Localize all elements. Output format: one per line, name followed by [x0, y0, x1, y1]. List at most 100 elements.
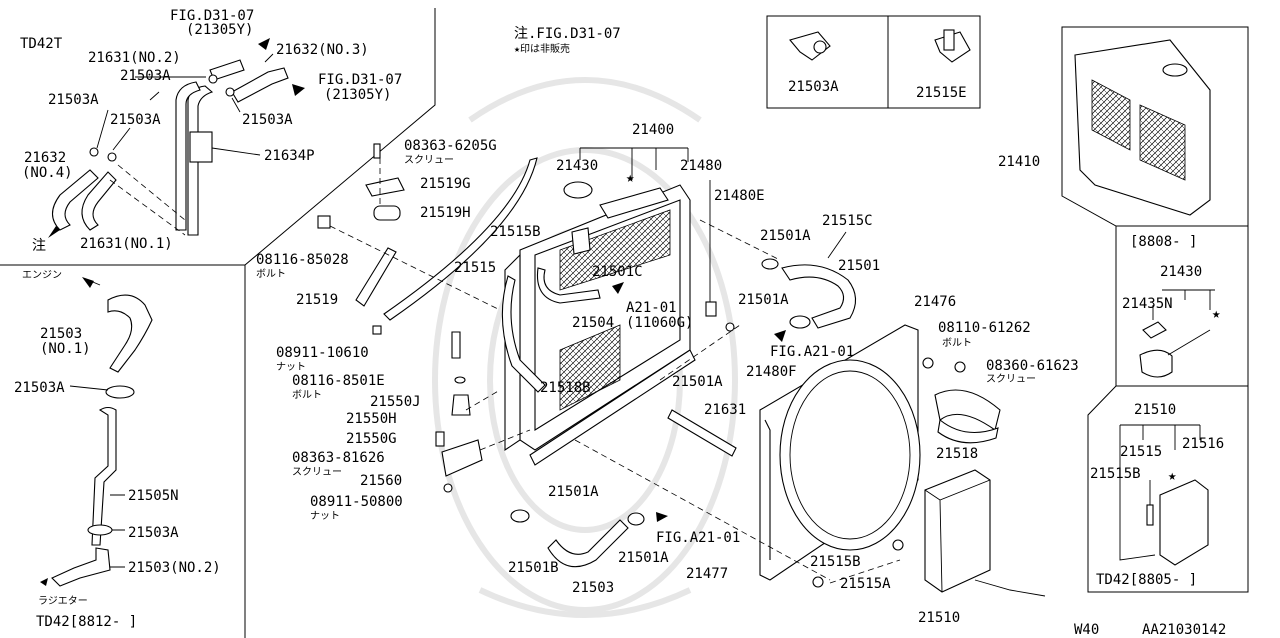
label-21501b: 21501B	[508, 560, 559, 576]
box-8808: [8808- ]	[1130, 234, 1197, 250]
label-21503a-5: 21503A	[14, 380, 65, 396]
label-21501a-3: 21501A	[672, 374, 723, 390]
svg-text:★: ★	[1212, 306, 1221, 322]
lower-pipe	[667, 409, 737, 457]
left-hose-column	[40, 277, 153, 587]
label-21631-no1: 21631(NO.1)	[80, 236, 173, 252]
bolt-08116-8501e: 08116-8501E	[292, 373, 385, 389]
label-21515b-2: 21515B	[810, 554, 861, 570]
nut-08911-10610: 08911-10610	[276, 345, 369, 361]
label-21400: 21400	[632, 122, 674, 138]
nut-label-1: ナット	[276, 361, 306, 373]
label-21519: 21519	[296, 292, 338, 308]
fig-d31-top: FIG.D31-07	[170, 8, 254, 24]
svg-text:★: ★	[1168, 468, 1177, 484]
bolt-08363-81626: 08363-81626	[292, 450, 385, 466]
label-21480f: 21480F	[746, 364, 797, 380]
label-21519g: 21519G	[420, 176, 471, 192]
label-21480: 21480	[680, 158, 722, 174]
label-21515b: 21515B	[490, 224, 541, 240]
fig-d31-top-sub: (21305Y)	[186, 22, 253, 38]
fan-shroud	[759, 324, 921, 581]
lower-hose	[510, 509, 668, 568]
label-21430-box: 21430	[1160, 264, 1202, 280]
label-21501: 21501	[838, 258, 880, 274]
label-21480e: 21480E	[714, 188, 765, 204]
bolt-08360-61623: 08360-61623	[986, 358, 1079, 374]
label-21515e: 21515E	[916, 85, 967, 101]
fig-a21-3: FIG.A21-01	[656, 530, 740, 546]
diagram-code: AA21030142	[1142, 622, 1226, 638]
label-21503-no1-sub: (NO.1)	[40, 341, 91, 357]
model-tag: TD42T	[20, 36, 63, 52]
label-21515-box: 21515	[1120, 444, 1162, 460]
box-td42-8812: TD42[8812- ]	[36, 614, 137, 630]
fig-a21-1-sub: (11060G)	[626, 315, 693, 331]
label-21503: 21503	[572, 580, 614, 596]
label-21503a-3: 21503A	[110, 112, 161, 128]
label-21518: 21518	[936, 446, 978, 462]
ref-note: 注.FIG.D31-07	[514, 26, 621, 42]
label-21518b: 21518B	[540, 380, 591, 396]
label-21515c: 21515C	[822, 213, 873, 229]
label-21515: 21515	[454, 260, 496, 276]
caution-mark: 注	[32, 238, 46, 254]
engine-label: エンジン	[22, 270, 62, 281]
brace-and-bolts	[317, 143, 531, 493]
label-21515a: 21515A	[840, 576, 891, 592]
label-21631-no2: 21631(NO.2)	[88, 50, 181, 66]
screw-label-1: スクリュー	[404, 154, 454, 166]
label-21634p: 21634P	[264, 148, 315, 164]
fig-arrows	[612, 282, 786, 342]
label-21501c: 21501C	[592, 264, 643, 280]
bolt-label-3: ボルト	[292, 389, 322, 401]
screw-label-3: スクリュー	[292, 466, 342, 478]
radiator-cap	[1139, 289, 1215, 378]
fig-a21-2: FIG.A21-01	[770, 344, 854, 360]
bolt-label-1: ボルト	[256, 268, 286, 280]
label-21504: 21504	[572, 315, 614, 331]
label-21503a-6: 21503A	[128, 525, 179, 541]
bolt-08363-6205g: 08363-6205G	[404, 138, 497, 154]
radiator-assembly	[383, 147, 781, 466]
box-td42-8805: TD42[8805- ]	[1096, 572, 1197, 588]
label-21503a-4: 21503A	[242, 112, 293, 128]
reservoir-tank-alt	[1119, 424, 1209, 566]
bolt-label-2: ボルト	[942, 337, 972, 349]
label-21515b-box: 21515B	[1090, 466, 1141, 482]
star-markers: ★ ★ ★	[626, 170, 1221, 484]
reservoir-tank	[574, 439, 1046, 597]
page-code: W40	[1074, 622, 1099, 638]
label-21503a-2: 21503A	[48, 92, 99, 108]
label-21632-no3: 21632(NO.3)	[276, 42, 369, 58]
labels: TD42T FIG.D31-07 (21305Y) 21631(NO.2) 21…	[14, 8, 1226, 638]
label-21501a-1: 21501A	[760, 228, 811, 244]
label-21477: 21477	[686, 566, 728, 582]
label-21476: 21476	[914, 294, 956, 310]
label-21510-box: 21510	[1134, 402, 1176, 418]
radiator-21410	[1074, 39, 1211, 216]
nut-08911-50800: 08911-50800	[310, 494, 403, 510]
label-21501a-2: 21501A	[738, 292, 789, 308]
label-21503-no1: 21503	[40, 326, 82, 342]
label-21503a-box: 21503A	[788, 79, 839, 95]
label-21516: 21516	[1182, 436, 1224, 452]
label-21501a-5: 21501A	[618, 550, 669, 566]
clip-21515e-icon	[934, 29, 971, 63]
label-21510: 21510	[918, 610, 960, 626]
label-21410: 21410	[998, 154, 1040, 170]
upper-hose	[761, 231, 857, 329]
fig-a21-1: A21-01	[626, 300, 677, 316]
frame-lines	[0, 8, 1249, 638]
not-sold-note: ★印は非販売	[514, 42, 570, 55]
radiator-label: ラジエター	[38, 595, 88, 607]
label-21503a-1: 21503A	[120, 68, 171, 84]
screw-label-2: スクリュー	[986, 373, 1036, 385]
label-21632-no4: 21632	[24, 150, 66, 166]
label-21632-no4-sub: (NO.4)	[22, 165, 73, 181]
label-21519h: 21519H	[420, 205, 471, 221]
nut-label-2: ナット	[310, 510, 340, 522]
fig-d31-right-sub: (21305Y)	[324, 87, 391, 103]
clip-21503a-icon	[789, 31, 831, 61]
